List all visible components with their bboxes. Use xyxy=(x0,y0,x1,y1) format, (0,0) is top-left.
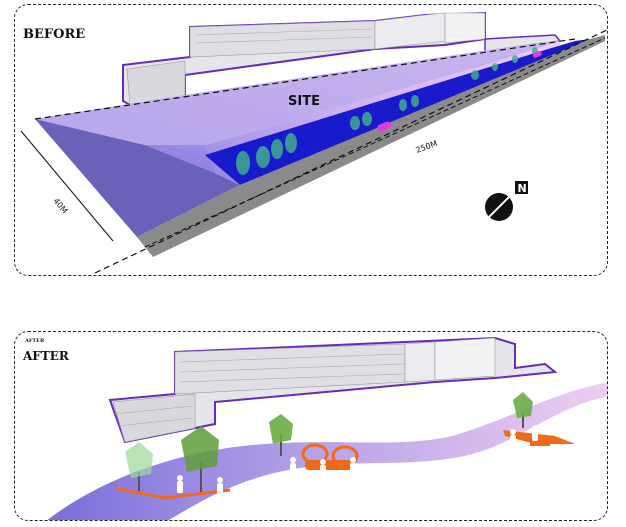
site-area xyxy=(35,119,240,237)
orange-seating xyxy=(305,430,575,470)
car-1 xyxy=(377,121,392,132)
buildings xyxy=(108,336,558,444)
site-label: SITE xyxy=(288,94,320,109)
before-diagram: 40M 250M SITE N xyxy=(20,11,607,274)
car-2 xyxy=(532,50,542,58)
road xyxy=(137,35,605,257)
people xyxy=(177,425,538,495)
length-label: 250M xyxy=(415,139,439,155)
before-title: BEFORE xyxy=(23,27,86,42)
after-title: AFTER xyxy=(23,349,69,363)
width-dimension xyxy=(20,130,114,242)
north-arrow-icon xyxy=(485,181,528,221)
after-small-label: AFTER xyxy=(25,338,45,344)
width-label: 40M xyxy=(51,197,69,216)
site-boundary xyxy=(34,29,607,274)
trees xyxy=(236,47,538,175)
before-panel: 40M 250M SITE N BEFORE xyxy=(14,4,608,276)
after-diagram xyxy=(47,336,607,520)
after-panel: AFTER AFTER xyxy=(14,331,608,521)
water-channel xyxy=(205,39,590,185)
trees xyxy=(125,392,533,492)
north-label: N xyxy=(518,182,527,195)
buildings xyxy=(122,11,562,107)
